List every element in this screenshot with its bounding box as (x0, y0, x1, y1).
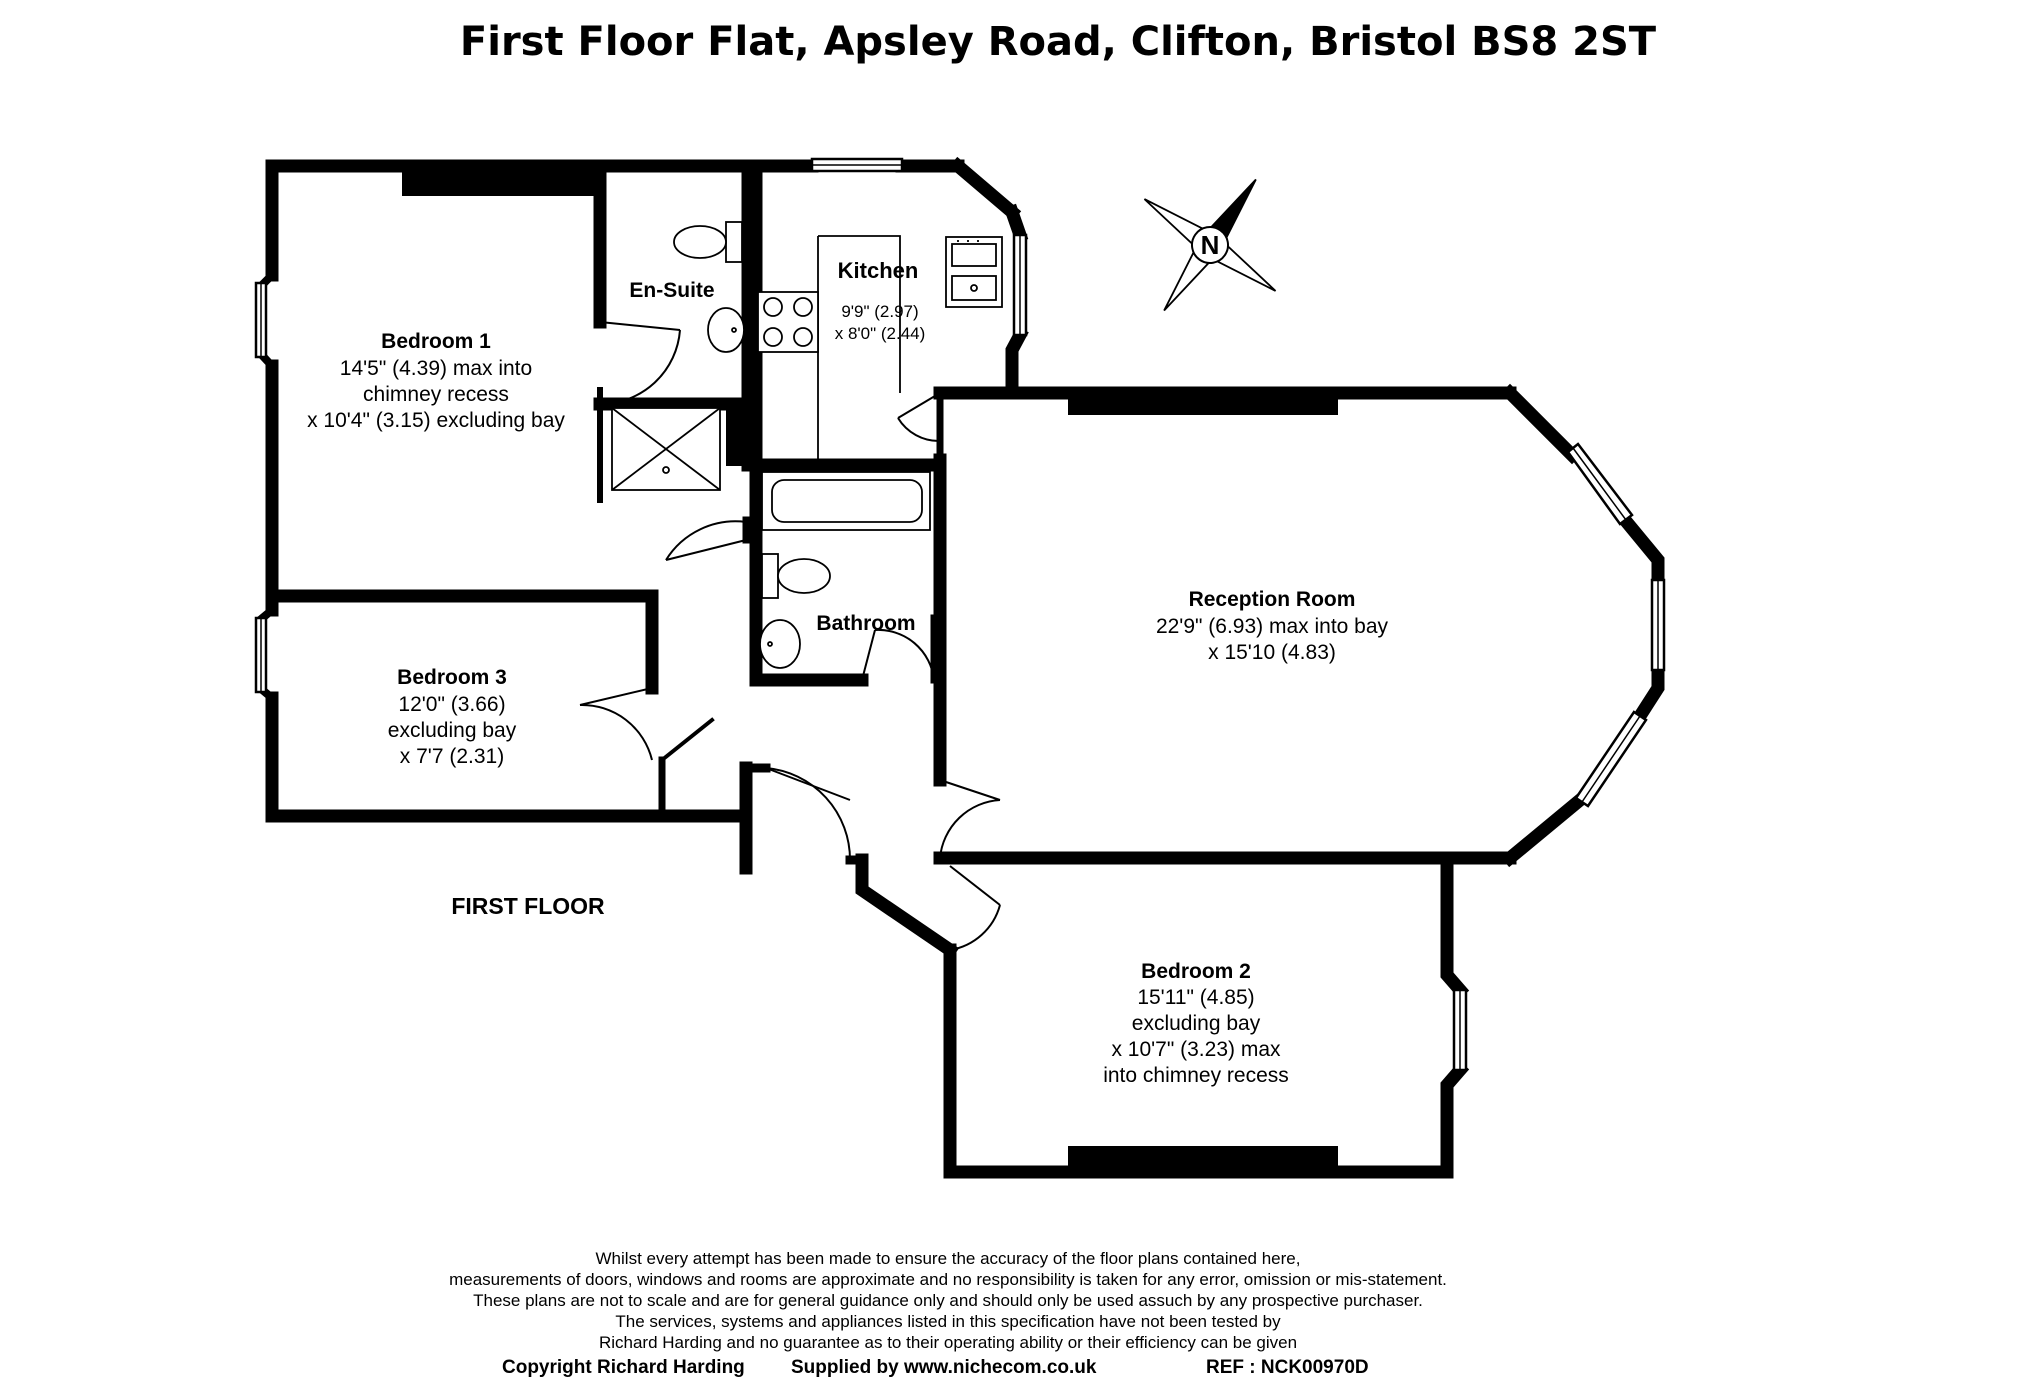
disclaimer-line: measurements of doors, windows and rooms… (449, 1270, 1447, 1289)
room-dimension: 14'5" (4.39) max into (340, 357, 532, 380)
room-dimension: into chimney recess (1103, 1064, 1289, 1087)
room-bedroom3: Bedroom 3 12'0" (3.66) excluding bay x 7… (388, 666, 517, 768)
kitchen-sink-icon (945, 236, 1003, 308)
room-name: Bathroom (816, 612, 915, 635)
room-dimension: 22'9" (6.93) max into bay (1156, 615, 1389, 638)
disclaimer-line: Whilst every attempt has been made to en… (596, 1249, 1301, 1268)
room-dimension: chimney recess (363, 383, 509, 406)
room-dimension: 9'9" (2.97) (841, 302, 918, 321)
chimney-breasts (402, 172, 1338, 1166)
ensuite-basin-icon (707, 307, 745, 353)
footer-supplied: Supplied by www.nichecom.co.uk (791, 1357, 1097, 1378)
disclaimer-line: Richard Harding and no guarantee as to t… (599, 1333, 1297, 1352)
room-dimension: 15'11" (4.85) (1137, 986, 1254, 1009)
room-name: Bedroom 1 (381, 330, 491, 353)
room-kitchen: Kitchen 9'9" (2.97) x 8'0" (2.44) (835, 258, 926, 343)
room-dimension: excluding bay (1132, 1012, 1261, 1035)
hob-icon (757, 291, 819, 353)
room-dimension: excluding bay (388, 719, 517, 742)
room-reception: Reception Room 22'9" (6.93) max into bay… (1156, 588, 1389, 664)
bathroom-basin-icon (759, 619, 801, 669)
room-dimension: 12'0" (3.66) (398, 693, 505, 716)
plan-title: First Floor Flat, Apsley Road, Clifton, … (460, 19, 1657, 65)
room-name: Bedroom 3 (397, 666, 507, 689)
ensuite-wc-icon (673, 221, 743, 263)
room-name: Bedroom 2 (1141, 960, 1251, 983)
room-name: En-Suite (629, 279, 714, 302)
room-dimension: x 10'7" (3.23) max (1111, 1038, 1281, 1061)
room-bathroom: Bathroom (816, 612, 915, 635)
footer: Copyright Richard Harding Supplied by ww… (502, 1357, 1369, 1378)
room-name: Reception Room (1189, 588, 1356, 611)
room-bedroom1: Bedroom 1 14'5" (4.39) max into chimney … (307, 330, 565, 432)
room-ensuite: En-Suite (629, 279, 714, 302)
fixtures (611, 221, 1003, 669)
bath-icon (761, 471, 931, 531)
disclaimer-line: These plans are not to scale and are for… (473, 1291, 1423, 1310)
shower-tray-icon (611, 407, 721, 491)
compass-icon: N (1143, 178, 1277, 312)
footer-copyright: Copyright Richard Harding (502, 1357, 745, 1378)
room-bedroom2: Bedroom 2 15'11" (4.85) excluding bay x … (1103, 960, 1289, 1087)
bathroom-wc-icon (761, 553, 831, 599)
footer-ref: REF : NCK00970D (1206, 1357, 1369, 1378)
walls (256, 156, 1665, 1179)
room-dimension: x 10'4" (3.15) excluding bay (307, 409, 565, 432)
room-dimension: x 7'7 (2.31) (400, 745, 504, 768)
disclaimer: Whilst every attempt has been made to en… (449, 1249, 1447, 1352)
disclaimer-line: The services, systems and appliances lis… (615, 1312, 1281, 1331)
window-panes (260, 164, 1659, 1070)
doors (579, 321, 1001, 951)
room-dimension: x 8'0" (2.44) (835, 324, 926, 343)
floor-label: FIRST FLOOR (451, 893, 605, 919)
room-name: Kitchen (838, 258, 919, 283)
room-dimension: x 15'10 (4.83) (1208, 641, 1336, 664)
compass-north-letter: N (1201, 230, 1220, 260)
